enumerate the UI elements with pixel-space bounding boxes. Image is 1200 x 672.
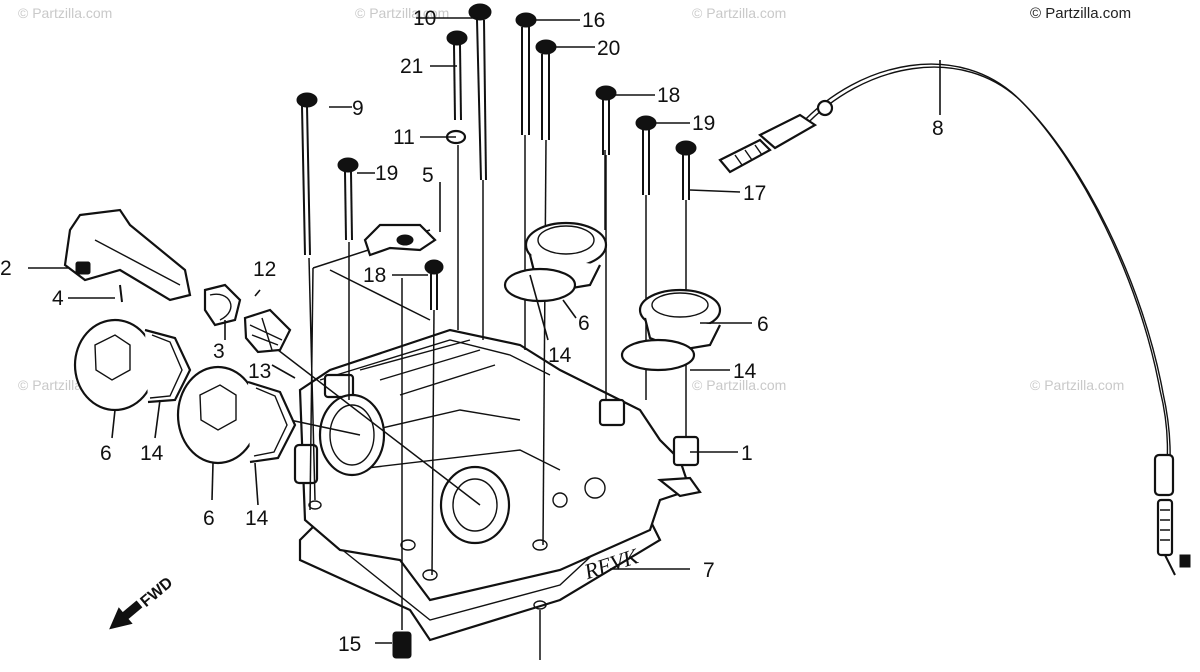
callout-19: 19 bbox=[692, 112, 715, 135]
callout-14: 14 bbox=[548, 344, 572, 367]
callout-19: 19 bbox=[375, 162, 398, 185]
callout-1: 1 bbox=[741, 442, 753, 465]
watermark: © Partzilla.com bbox=[18, 5, 112, 21]
decompressor-assembly bbox=[63, 208, 292, 354]
callout-6: 6 bbox=[757, 313, 769, 336]
callout-2: 2 bbox=[0, 257, 12, 280]
callout-7: 7 bbox=[703, 559, 715, 582]
watermark: © Partzilla.com bbox=[692, 377, 786, 393]
callout-18: 18 bbox=[363, 264, 386, 287]
callout-labels: 2 4 3 12 13 6 14 6 14 9 19 5 10 21 11 18… bbox=[0, 7, 944, 656]
callout-17: 17 bbox=[743, 182, 766, 205]
callout-12: 12 bbox=[253, 258, 276, 281]
callout-6: 6 bbox=[578, 312, 590, 335]
callout-16: 16 bbox=[582, 9, 605, 32]
callout-8: 8 bbox=[932, 117, 944, 140]
callout-11: 11 bbox=[393, 126, 415, 149]
tappet-caps-left bbox=[73, 318, 297, 465]
callout-9: 9 bbox=[352, 97, 364, 120]
callout-13: 13 bbox=[248, 360, 271, 383]
callout-10: 10 bbox=[413, 7, 436, 30]
callout-15: 15 bbox=[338, 633, 361, 656]
callout-6: 6 bbox=[100, 442, 112, 465]
watermarks: © Partzilla.com © Partzilla.com © Partzi… bbox=[18, 5, 1124, 403]
leader-lines bbox=[28, 17, 941, 644]
copyright-text: © Partzilla.com bbox=[1030, 5, 1131, 22]
callout-3: 3 bbox=[213, 340, 225, 363]
callout-20: 20 bbox=[597, 37, 620, 60]
callout-5: 5 bbox=[422, 164, 434, 187]
watermark: © Partzilla.com bbox=[1030, 377, 1124, 393]
watermark: © Partzilla.com bbox=[692, 5, 786, 21]
callout-14: 14 bbox=[140, 442, 164, 465]
bracket bbox=[363, 223, 437, 257]
tappet-caps-right bbox=[503, 221, 722, 372]
cylinder-head-cover: RFVK bbox=[293, 328, 702, 642]
callout-4: 4 bbox=[52, 287, 64, 310]
callout-18: 18 bbox=[657, 84, 680, 107]
watermark: © Partzilla.com bbox=[355, 5, 449, 21]
callout-21: 21 bbox=[400, 55, 423, 78]
callout-14: 14 bbox=[733, 360, 757, 383]
cable-assembly bbox=[718, 63, 1191, 576]
callout-6: 6 bbox=[203, 507, 215, 530]
fwd-label: FWD bbox=[138, 574, 177, 610]
callout-14: 14 bbox=[245, 507, 269, 530]
fwd-arrow: FWD bbox=[109, 574, 177, 630]
bolts bbox=[296, 3, 697, 659]
